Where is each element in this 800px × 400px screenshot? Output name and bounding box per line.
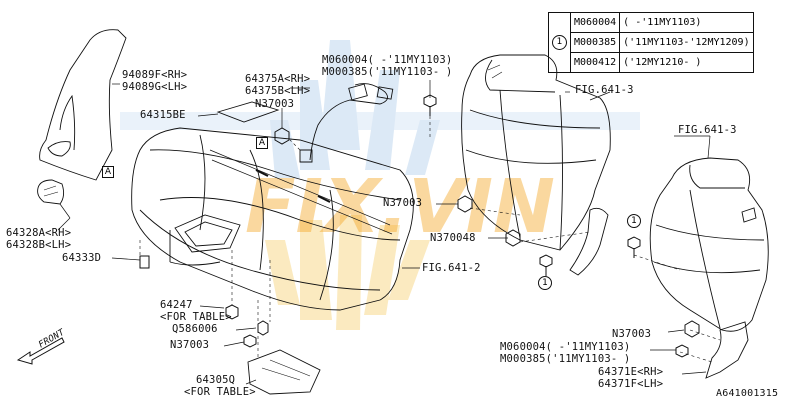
table-range-cell: ('11MY1103-'12MY1209) (619, 32, 754, 53)
bracket-64305q (247, 349, 321, 395)
pad-64328a (37, 179, 65, 205)
part-label-m060004-top[interactable]: M060004( -'11MY1103) (322, 54, 453, 66)
part-label-94089f[interactable]: 94089F<RH> (122, 69, 188, 81)
part-label-m060004-bot[interactable]: M060004( -'11MY1103) (500, 341, 631, 353)
table-row: 1 M060004 ( -'11MY1103) (548, 12, 754, 73)
part-label-64333d[interactable]: 64333D (62, 252, 102, 264)
box-marker-a-2: A (256, 137, 268, 149)
fig-ref-641-2[interactable]: FIG.641-2 (422, 262, 481, 274)
part-label-q586006[interactable]: Q586006 (172, 323, 218, 335)
fig-ref-641-3-a[interactable]: FIG.641-3 (575, 84, 634, 96)
part-label-64315be[interactable]: 64315BE (140, 109, 186, 121)
part-label-n37003-mid[interactable]: N37003 (383, 197, 423, 209)
part-label-94089g[interactable]: 94089G<LH> (122, 81, 188, 93)
part-label-64375b[interactable]: 64375B<LH> (245, 85, 311, 97)
front-arrow (16, 337, 65, 365)
box-marker-a: A (102, 166, 114, 178)
table-row: M000385 ('11MY1103-'12MY1209) (549, 32, 754, 53)
for-table-note-1: <FOR TABLE> (160, 311, 232, 323)
seat-back-center (461, 54, 611, 251)
bracket-64371e (705, 321, 749, 379)
table-code-cell: M000385 (569, 32, 621, 53)
part-label-64328a-group: 64328A<RH> (6, 228, 71, 239)
circle-marker-right: 1 (627, 214, 641, 228)
part-label-n37003-top[interactable]: N37003 (255, 98, 295, 110)
part-label-64328a-side: <RH> (45, 227, 72, 239)
table-range-cell: ( -'11MY1103) (619, 12, 754, 33)
seat-harness (309, 83, 389, 161)
part-label-m000385-bot[interactable]: M000385('11MY1103- ) (500, 353, 631, 365)
seat-cushion (131, 127, 414, 311)
part-label-64328a[interactable]: 64328A (6, 227, 46, 239)
part-label-64371f[interactable]: 64371F<LH> (598, 378, 664, 390)
part-label-m000385-top[interactable]: M000385('11MY1103- ) (322, 66, 453, 78)
circle-marker-center: 1 (538, 276, 552, 290)
part-label-64247[interactable]: 64247 (160, 299, 193, 311)
table-code-cell: M000412 (569, 52, 621, 73)
table-row: M000412 ('12MY1210- ) (549, 52, 754, 73)
fig-ref-641-3-b[interactable]: FIG.641-3 (678, 124, 737, 136)
diagram-id: A641001315 (716, 388, 779, 399)
part-label-64328b[interactable]: 64328B<LH> (6, 239, 72, 251)
part-label-n370048[interactable]: N370048 (430, 232, 476, 244)
part-label-64375a[interactable]: 64375A<RH> (245, 73, 311, 85)
table-marker-cell: 1 (548, 12, 571, 73)
seat-back-right (649, 157, 769, 332)
latch-center (569, 207, 609, 276)
table-code-cell: M060004 (569, 12, 621, 33)
panel-64315be (216, 101, 280, 123)
table-range-cell: ('12MY1210- ) (619, 52, 754, 73)
part-code-table: 1 M060004 ( -'11MY1103) M000385 ('11MY11… (548, 12, 754, 73)
circle-marker: 1 (552, 35, 567, 50)
leader-lines (57, 80, 711, 385)
part-label-n37003-right[interactable]: N37003 (612, 328, 652, 340)
dashed-guides (139, 110, 721, 363)
part-label-64305q[interactable]: 64305Q (196, 374, 236, 386)
part-label-64371e[interactable]: 64371E<RH> (598, 366, 664, 378)
part-label-n37003-bot[interactable]: N37003 (170, 339, 210, 351)
for-table-note-2: <FOR TABLE> (184, 386, 256, 398)
side-bolster-panel (39, 29, 127, 181)
